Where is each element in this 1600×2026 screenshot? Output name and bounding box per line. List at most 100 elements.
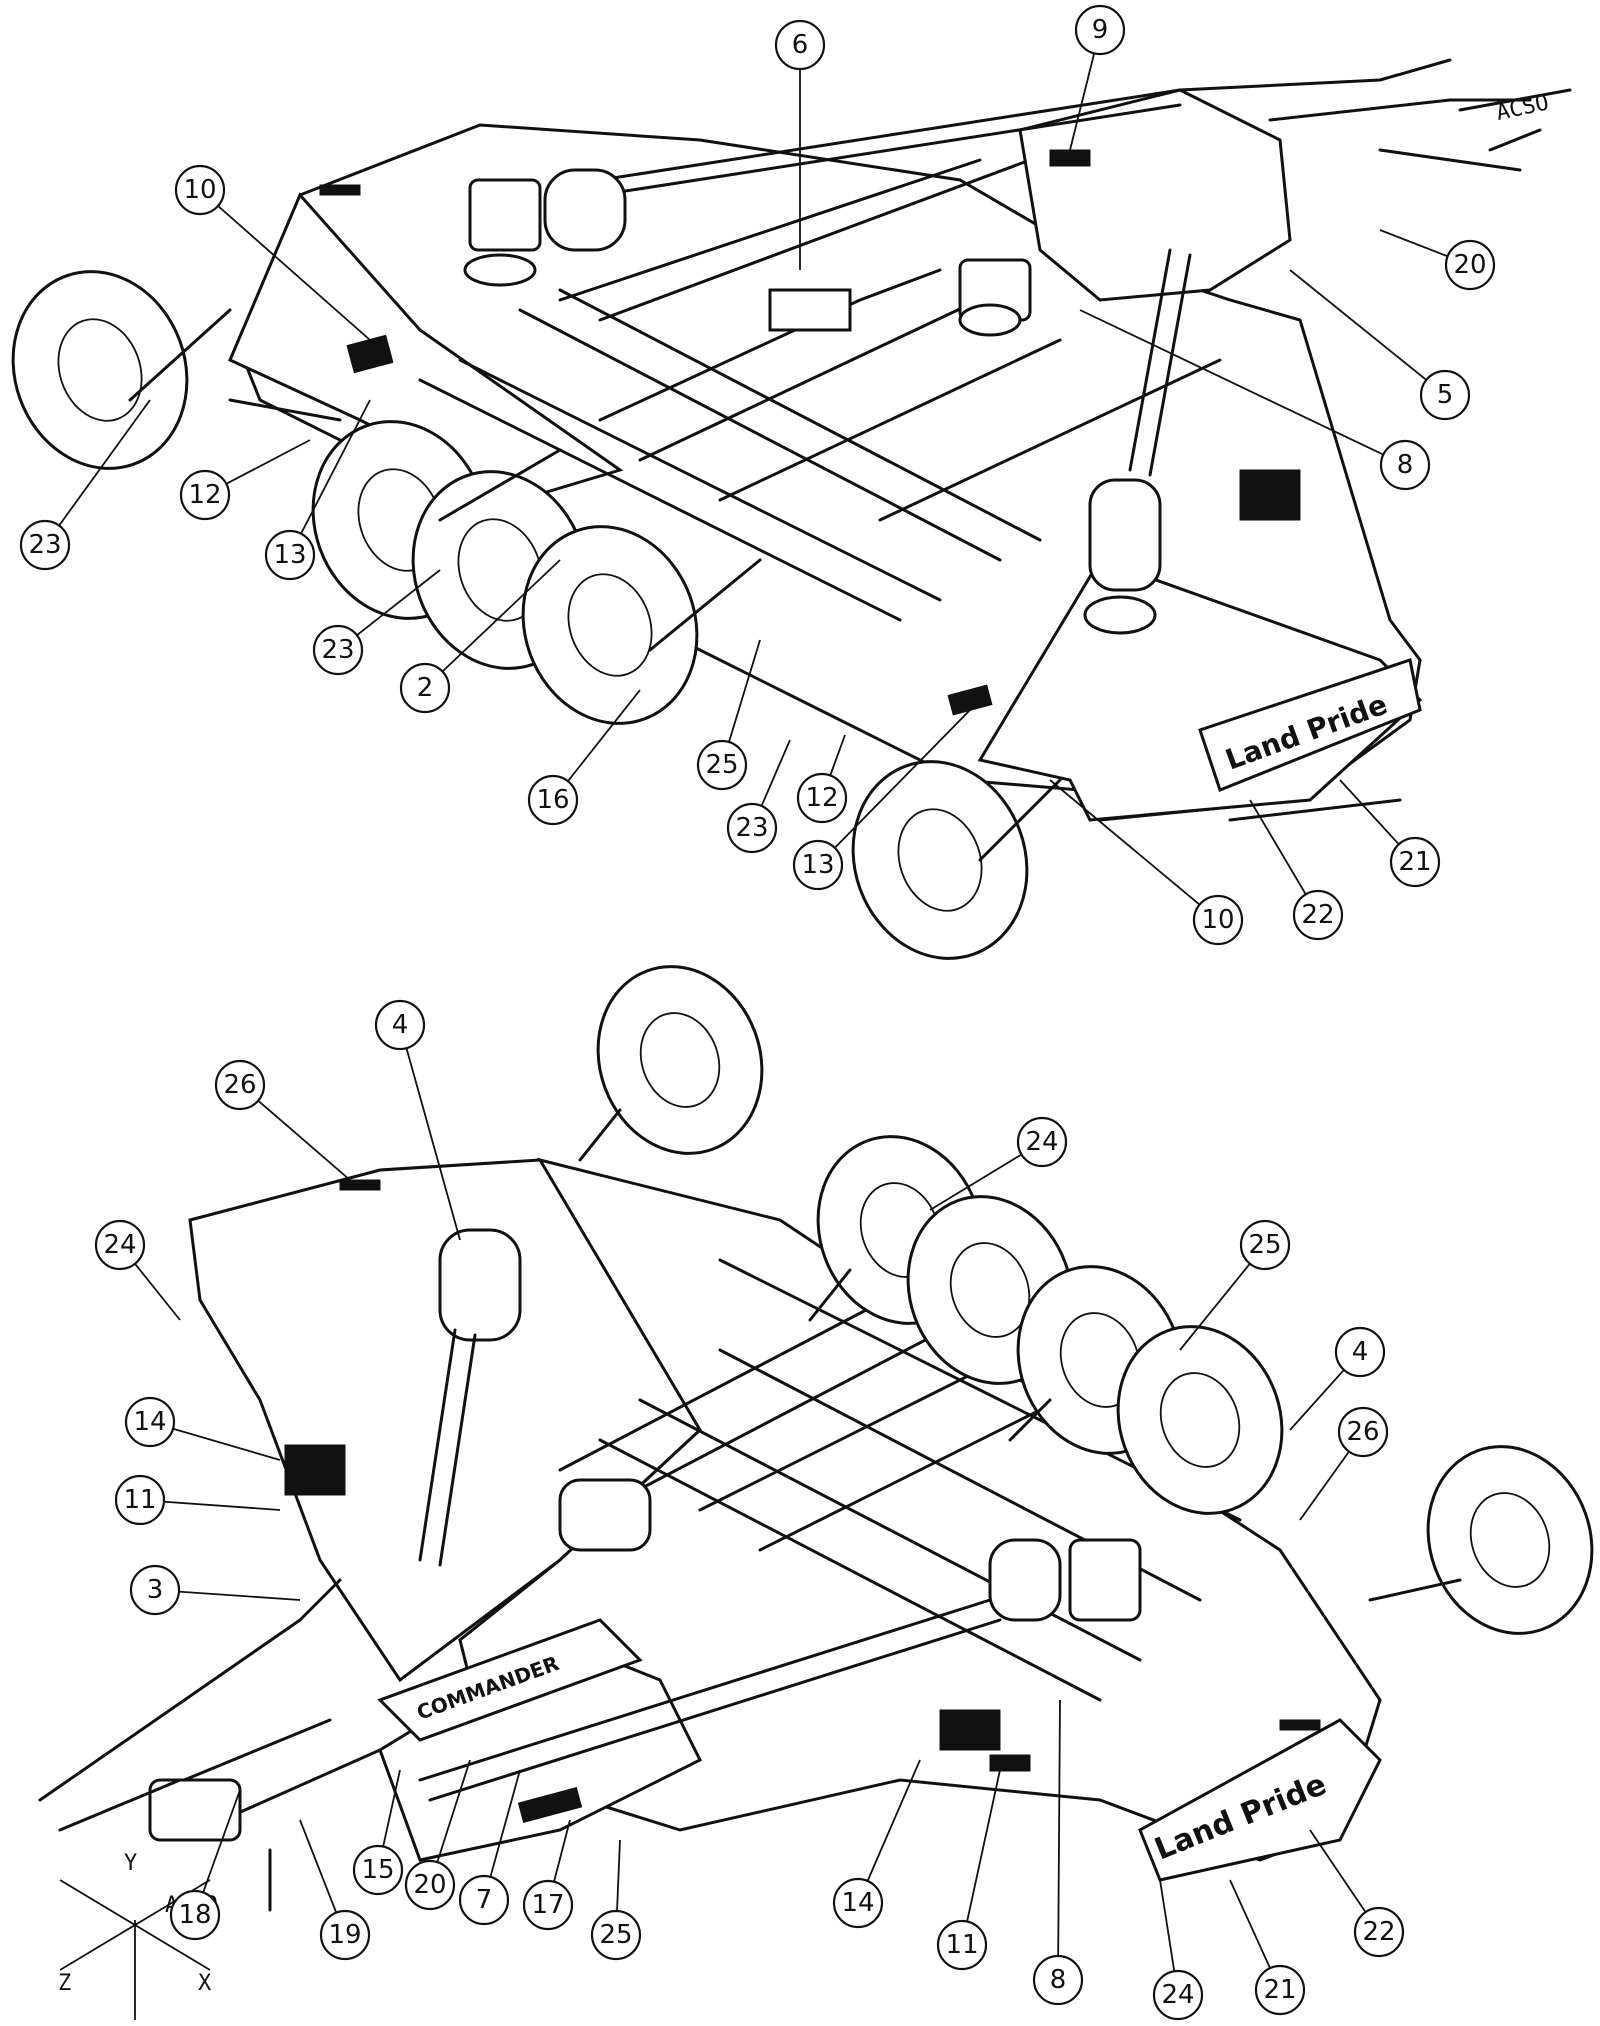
callout-number: 4 xyxy=(392,1010,409,1040)
callout-number: 11 xyxy=(945,1930,978,1960)
callout-number: 5 xyxy=(1437,380,1454,410)
callout-number: 24 xyxy=(1025,1127,1058,1157)
callout-22: 22 xyxy=(1309,1829,1405,1958)
callout-number: 12 xyxy=(805,783,838,813)
top-view-code: ACSO xyxy=(1494,90,1551,125)
callout-number: 20 xyxy=(413,1870,446,1900)
callout-circle xyxy=(796,772,848,824)
callout-circle xyxy=(696,739,748,791)
callout-number: 14 xyxy=(133,1407,166,1437)
callout-leader xyxy=(961,1769,1001,1946)
callout-12: 12 xyxy=(179,439,311,521)
callout-leader xyxy=(44,399,151,546)
callout-number: 18 xyxy=(178,1900,211,1930)
callout-number: 14 xyxy=(841,1888,874,1918)
callout-circle xyxy=(792,839,844,891)
callout-12: 12 xyxy=(796,734,848,824)
callout-number: 8 xyxy=(1397,450,1414,480)
callout-leader xyxy=(817,709,971,866)
callout-circle xyxy=(124,1396,176,1448)
callout-7: 7 xyxy=(458,1769,521,1926)
callout-21: 21 xyxy=(1229,1879,1306,2016)
callout-22: 22 xyxy=(1249,799,1344,941)
callout-4: 4 xyxy=(374,999,461,1241)
callout-leader xyxy=(1057,1699,1061,1981)
bottom-wheels xyxy=(596,965,1594,1635)
callout-circle xyxy=(1334,1326,1386,1378)
callout-9: 9 xyxy=(1069,4,1126,151)
callout-circle xyxy=(774,19,826,71)
callout-6: 6 xyxy=(774,19,826,270)
callout-circle xyxy=(832,1877,884,1929)
callout-circle xyxy=(1032,1954,1084,2006)
callout-leader xyxy=(1079,309,1406,466)
callout-number: 11 xyxy=(123,1485,156,1515)
callout-number: 25 xyxy=(1248,1230,1281,1260)
callout-8: 8 xyxy=(1032,1699,1084,2006)
callout-circle xyxy=(726,802,778,854)
callout-leader xyxy=(424,559,561,689)
callout-number: 22 xyxy=(1301,900,1334,930)
callout-16: 16 xyxy=(527,689,641,826)
callout-number: 6 xyxy=(792,30,809,60)
callout-number: 23 xyxy=(28,530,61,560)
callout-number: 21 xyxy=(1263,1975,1296,2005)
callout-circle xyxy=(1353,1906,1405,1958)
callout-number: 19 xyxy=(328,1920,361,1950)
top-view-mower-drawing: Land Pride xyxy=(11,58,1572,960)
callout-circle xyxy=(590,1909,642,1961)
callout-23: 23 xyxy=(19,399,151,571)
callout-circle xyxy=(19,519,71,571)
callout-number: 21 xyxy=(1398,847,1431,877)
callout-number: 20 xyxy=(1453,250,1486,280)
callout-circle xyxy=(1337,1406,1389,1458)
axis-triad: Y Z X xyxy=(58,1851,212,2020)
callout-24: 24 xyxy=(929,1116,1068,1211)
callout-leader xyxy=(1289,269,1446,396)
callout-circle xyxy=(458,1874,510,1926)
callout-number: 24 xyxy=(103,1230,136,1260)
callout-leader xyxy=(399,1024,461,1241)
callout-circle xyxy=(1074,4,1126,56)
callout-circle xyxy=(1152,1969,1204,2021)
callout-circle xyxy=(1292,889,1344,941)
callout-circle xyxy=(404,1859,456,1911)
callout-number: 26 xyxy=(1346,1417,1379,1447)
callout-circle xyxy=(129,1564,181,1616)
callout-24: 24 xyxy=(94,1219,181,1321)
callout-18: 18 xyxy=(169,1789,241,1941)
callout-26: 26 xyxy=(1299,1406,1389,1521)
callout-number: 23 xyxy=(735,813,768,843)
callout-number: 22 xyxy=(1362,1917,1395,1947)
bottom-view-mower-drawing: Land Pride COMMANDER xyxy=(38,965,1594,2020)
callout-circle xyxy=(1389,836,1441,888)
callout-number: 12 xyxy=(188,480,221,510)
callout-23: 23 xyxy=(312,569,441,676)
callout-number: 15 xyxy=(361,1855,394,1885)
callout-14: 14 xyxy=(124,1396,281,1461)
callout-number: 26 xyxy=(223,1070,256,1100)
callout-20: 20 xyxy=(404,1759,471,1911)
callout-24: 24 xyxy=(1152,1879,1204,2021)
callout-circle xyxy=(352,1844,404,1896)
callout-number: 17 xyxy=(531,1890,564,1920)
callout-circle xyxy=(1239,1219,1291,1271)
callout-leader xyxy=(289,399,371,556)
callout-11: 11 xyxy=(936,1769,1001,1971)
axis-z-label: Z xyxy=(58,1971,71,1996)
callout-circle xyxy=(319,1909,371,1961)
callout-circle xyxy=(94,1219,146,1271)
callout-17: 17 xyxy=(522,1819,574,1931)
callout-15: 15 xyxy=(352,1769,404,1896)
callout-25: 25 xyxy=(696,639,761,791)
callout-13: 13 xyxy=(264,399,371,581)
callout-8: 8 xyxy=(1079,309,1431,491)
callout-number: 3 xyxy=(147,1575,164,1605)
callout-25: 25 xyxy=(590,1839,642,1961)
top-wheels xyxy=(11,270,1029,960)
callout-number: 23 xyxy=(321,635,354,665)
callout-number: 13 xyxy=(801,850,834,880)
callout-circle xyxy=(1192,894,1244,946)
callout-circle xyxy=(214,1059,266,1111)
callout-number: 8 xyxy=(1050,1965,1067,1995)
